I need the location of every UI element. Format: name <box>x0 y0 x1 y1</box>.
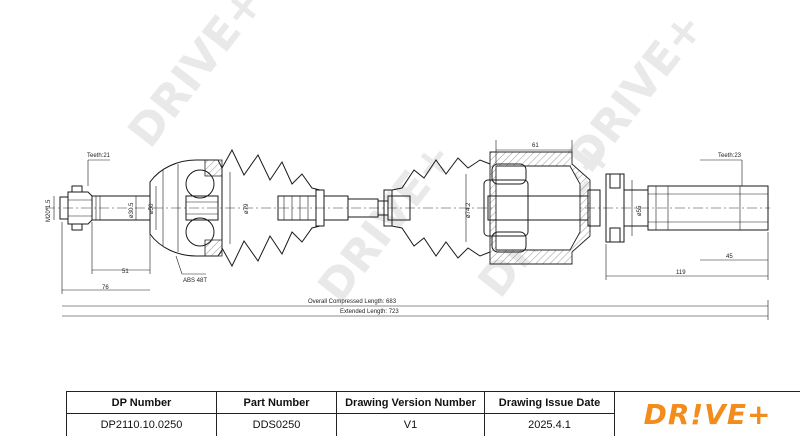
label-overall-length: Overall Compressed Length: 683 <box>308 299 397 305</box>
part-number-value: DDS0250 <box>252 419 301 431</box>
label-teeth-left: Teeth:21 <box>87 153 111 159</box>
left-end <box>59 185 151 231</box>
dimension-labels: Teeth:21 M20*1.5 ø30.5 ø50 ø79 ø74.2 ø55… <box>46 143 742 315</box>
brand-logo: DR!VE+ <box>615 392 800 436</box>
title-col-issue-date: Drawing Issue Date 2025.4.1 <box>485 392 615 436</box>
middle-shaft <box>323 195 411 221</box>
label-len-51: 51 <box>122 269 129 275</box>
version-header: Drawing Version Number <box>337 392 484 414</box>
label-len-119: 119 <box>676 270 686 276</box>
title-col-version: Drawing Version Number V1 <box>337 392 485 436</box>
right-stub <box>605 173 769 243</box>
label-d-joint-left: ø79 <box>244 203 250 214</box>
title-col-dp-number: DP Number DP2110.10.0250 <box>67 392 217 436</box>
left-outer-joint <box>149 159 223 257</box>
label-d-shaft-left: ø30.5 <box>129 202 135 218</box>
label-thread: M20*1.5 <box>46 199 52 222</box>
label-extended-length: Extended Length: 723 <box>340 309 399 315</box>
title-block: DP Number DP2110.10.0250 Part Number DDS… <box>66 391 800 436</box>
label-len-61: 61 <box>532 143 539 149</box>
watermark-2: DRIVE+ <box>308 132 464 311</box>
dimension-lines <box>53 140 769 320</box>
label-teeth-right: Teeth:23 <box>718 153 742 159</box>
label-abs: ABS 48T <box>183 278 207 284</box>
issue-date-value: 2025.4.1 <box>528 419 571 431</box>
watermark-group: DRIVE+ DRIVE+ DRIVE+ DRIVE+ <box>118 0 714 312</box>
version-value: V1 <box>403 419 418 431</box>
dp-number-value: DP2110.10.0250 <box>100 419 183 431</box>
label-d-inner-left: ø50 <box>149 203 155 214</box>
label-len-76: 76 <box>102 285 109 291</box>
part-number-header: Part Number <box>217 392 336 414</box>
title-col-part-number: Part Number DDS0250 <box>217 392 337 436</box>
right-boot <box>383 157 491 259</box>
dp-number-header: DP Number <box>67 392 216 414</box>
right-inner-joint <box>483 151 601 265</box>
label-d-shaft-right: ø55 <box>637 205 643 216</box>
brand-logo-text: DR!VE+ <box>643 397 772 431</box>
watermark-1: DRIVE+ <box>118 0 274 157</box>
label-len-45: 45 <box>726 254 733 260</box>
label-d-joint-right: ø74.2 <box>466 202 472 218</box>
issue-date-header: Drawing Issue Date <box>485 392 614 414</box>
watermark-4: DRIVE+ <box>558 2 714 181</box>
left-boot <box>221 148 325 268</box>
